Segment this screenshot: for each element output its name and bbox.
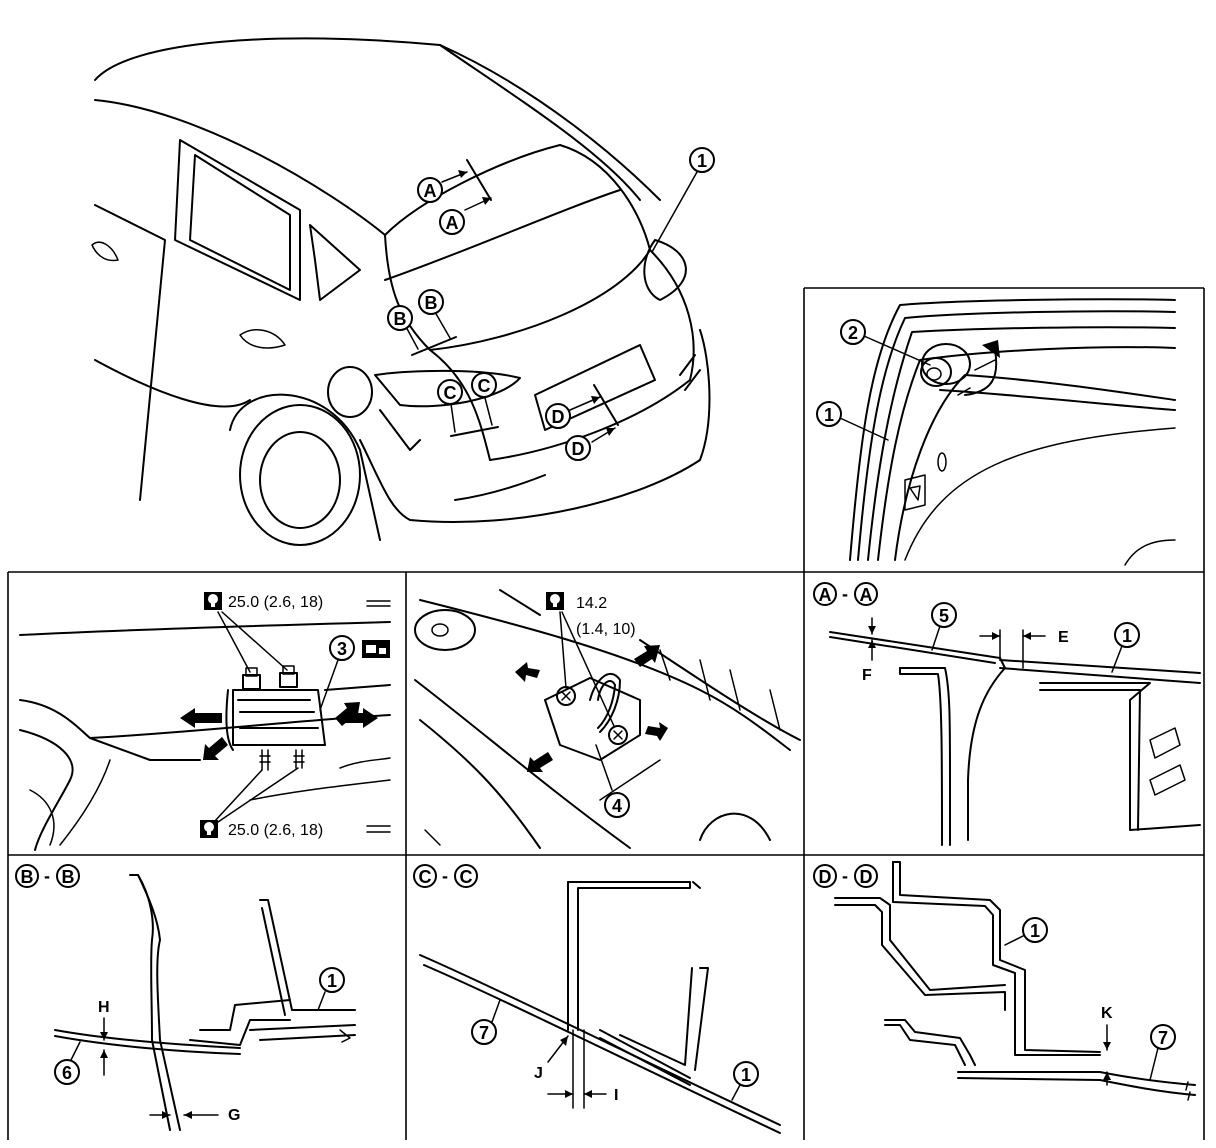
- svg-text:7: 7: [479, 1023, 489, 1043]
- svg-text:A: A: [860, 585, 873, 605]
- section-label-C-right: C: [471, 372, 497, 398]
- svg-text:C: C: [460, 867, 473, 887]
- dimension-G: G: [228, 1107, 240, 1124]
- torque-striker-secondary: (1.4, 10): [576, 621, 636, 638]
- callout-part-6: 6: [54, 1059, 80, 1085]
- torque-wrench-icon: [546, 592, 564, 610]
- callout-part-1-section-B: 1: [319, 967, 345, 993]
- svg-text:A: A: [819, 585, 832, 605]
- section-B-B-panel: B - B H G 6 1: [15, 864, 356, 1131]
- section-C-C-panel: C - C I J 7 1: [413, 864, 781, 1134]
- section-A-A-panel: A - A E F 5 1: [813, 582, 1201, 846]
- dimension-I: I: [614, 1087, 618, 1104]
- callout-part-7-section-C: 7: [471, 1019, 497, 1045]
- svg-text:6: 6: [62, 1063, 72, 1083]
- svg-text:C: C: [419, 867, 432, 887]
- section-label-B-left: B: [387, 305, 413, 331]
- arrow-left-icon: [180, 708, 222, 728]
- svg-text:A: A: [446, 213, 459, 233]
- dimension-F: F: [862, 667, 872, 684]
- section-A-A-title: A - A: [813, 582, 878, 606]
- arrow-down-left-icon: [203, 737, 228, 760]
- section-markers: [404, 159, 619, 443]
- svg-text:A: A: [424, 181, 437, 201]
- torque-hinge-upper: 25.0 (2.6, 18): [228, 594, 323, 611]
- svg-text:-: -: [842, 866, 848, 886]
- svg-text:B: B: [21, 867, 34, 887]
- torque-wrench-icon: [200, 820, 218, 838]
- bumper-rubber-detail: 2 1: [816, 298, 1176, 566]
- svg-text:1: 1: [741, 1065, 751, 1085]
- svg-text:B: B: [394, 309, 407, 329]
- arrow-down-right-icon: [645, 722, 668, 741]
- svg-text:B: B: [62, 867, 75, 887]
- svg-text:C: C: [444, 383, 457, 403]
- svg-text:D: D: [552, 407, 565, 427]
- section-label-A-upper: A: [417, 177, 443, 203]
- svg-text:1: 1: [824, 405, 834, 425]
- arrow-up-right-icon: [335, 702, 360, 726]
- callout-part-7-section-D: 7: [1150, 1024, 1176, 1050]
- section-C-C-title: C - C: [413, 864, 478, 888]
- svg-text:-: -: [442, 866, 448, 886]
- torque-striker-value: 14.2: [576, 595, 607, 612]
- svg-text:-: -: [842, 584, 848, 604]
- vehicle-overview: [91, 37, 711, 546]
- dimension-K: K: [1101, 1005, 1113, 1022]
- svg-text:7: 7: [1158, 1028, 1168, 1048]
- svg-text:2: 2: [848, 323, 858, 343]
- section-label-A-lower: A: [439, 209, 465, 235]
- service-tool-icon: [362, 640, 390, 658]
- svg-text:4: 4: [612, 796, 622, 816]
- dimension-H: H: [98, 999, 110, 1016]
- striker-panel: 14.2 (1.4, 10) 4: [414, 589, 801, 849]
- callout-part-4: 4: [604, 792, 630, 818]
- section-B-B-title: B - B: [15, 864, 80, 888]
- svg-text:1: 1: [697, 151, 707, 171]
- callout-part-3: 3: [329, 635, 355, 661]
- section-label-B-right: B: [418, 289, 444, 315]
- callout-part-1-detail: 1: [816, 401, 842, 427]
- svg-text:1: 1: [1030, 921, 1040, 941]
- dimension-J: J: [534, 1065, 543, 1082]
- callout-part-1-section-A: 1: [1114, 622, 1140, 648]
- torque-hinge-lower: 25.0 (2.6, 18): [228, 822, 323, 839]
- callout-part-1-overview: 1: [689, 147, 715, 173]
- svg-text:5: 5: [939, 606, 949, 626]
- callout-part-1-section-D: 1: [1022, 917, 1048, 943]
- panel-frames: [7, 287, 1205, 1140]
- svg-text:B: B: [425, 293, 438, 313]
- callout-part-1-section-C: 1: [733, 1061, 759, 1087]
- arrow-left-icon: [515, 662, 540, 682]
- svg-text:D: D: [860, 867, 873, 887]
- svg-text:C: C: [478, 376, 491, 396]
- callout-part-2: 2: [840, 319, 866, 345]
- section-label-D-upper: D: [545, 403, 571, 429]
- section-label-C-left: C: [437, 379, 463, 405]
- svg-text:-: -: [44, 866, 50, 886]
- svg-text:1: 1: [327, 971, 337, 991]
- overview-section-labels: A A B B C C D D 1: [387, 147, 715, 461]
- svg-text:3: 3: [337, 639, 347, 659]
- dimension-E: E: [1058, 629, 1069, 646]
- torque-wrench-icon: [204, 592, 222, 610]
- section-label-D-lower: D: [565, 435, 591, 461]
- svg-text:1: 1: [1122, 626, 1132, 646]
- arrow-up-right-icon: [634, 645, 660, 667]
- section-D-D-title: D - D: [813, 864, 878, 888]
- section-D-D-panel: D - D K 1 7: [813, 861, 1196, 1101]
- svg-text:D: D: [819, 867, 832, 887]
- callout-part-5: 5: [931, 602, 957, 628]
- arrow-down-left-icon: [527, 752, 553, 772]
- hinge-panel: 25.0 (2.6, 18) 25.0 (2.6, 18) 3: [19, 592, 391, 851]
- svg-text:D: D: [572, 439, 585, 459]
